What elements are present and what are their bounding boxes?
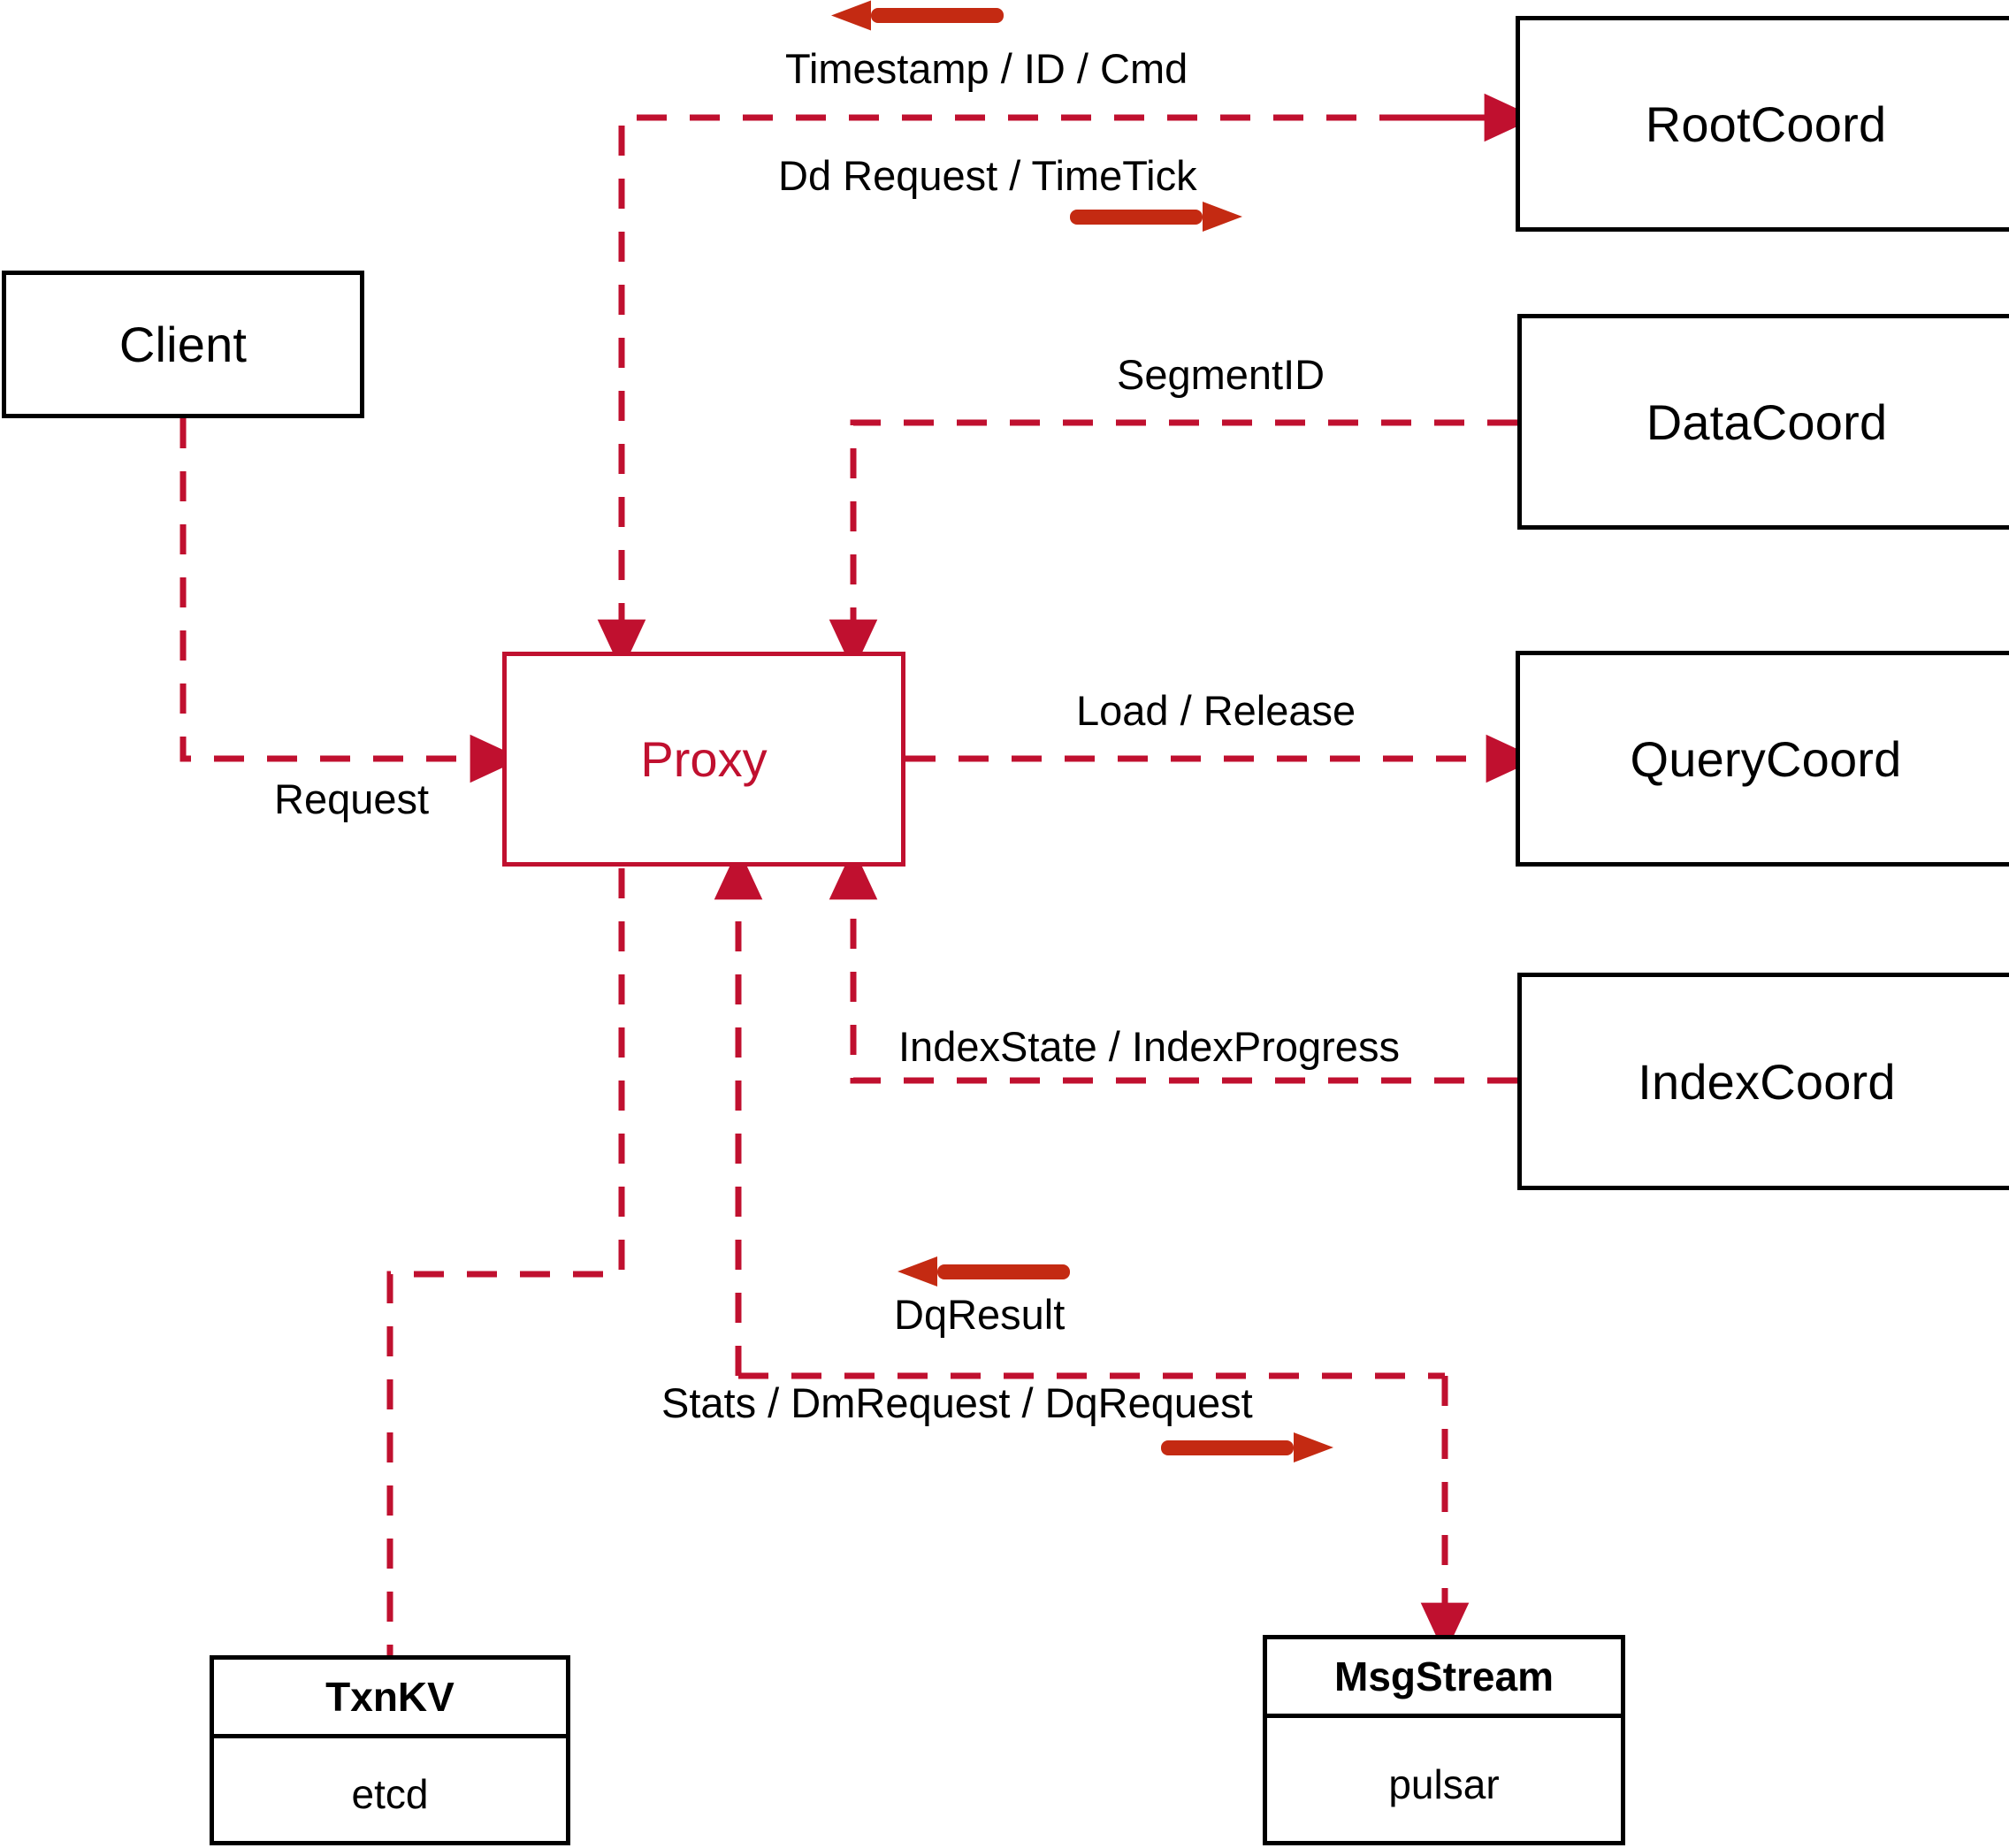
node-datacoord-label: DataCoord [1646, 393, 1888, 450]
dq-result-direction-arrow [898, 1256, 1070, 1287]
edge-label-request: Request [274, 775, 430, 822]
node-msgstream-header: MsgStream [1267, 1639, 1621, 1718]
node-rootcoord[interactable]: RootCoord [1516, 16, 2009, 232]
node-datacoord[interactable]: DataCoord [1517, 314, 2009, 530]
node-rootcoord-label: RootCoord [1645, 95, 1887, 152]
node-client[interactable]: Client [2, 271, 364, 418]
edge-label-segment-id: SegmentID [1117, 351, 1325, 398]
node-querycoord-label: QueryCoord [1630, 730, 1902, 787]
node-client-label: Client [118, 317, 248, 372]
edge-label-dq-result: DqResult [894, 1291, 1066, 1338]
dd-request-timetick-direction-arrow [1070, 202, 1242, 232]
node-txnkv-body: etcd [351, 1771, 429, 1817]
node-proxy-label: Proxy [640, 731, 768, 787]
edge-datacoord-to-proxy [829, 419, 1517, 672]
edge-client-to-proxy [180, 418, 523, 783]
timestamp-id-cmd-direction-arrow [831, 0, 1004, 31]
edge-label-dd-request-timetick: Dd Request / TimeTick [778, 152, 1197, 199]
node-querycoord[interactable]: QueryCoord [1516, 651, 2009, 867]
node-indexcoord[interactable]: IndexCoord [1517, 973, 2009, 1190]
node-txnkv[interactable]: TxnKV etcd [210, 1655, 570, 1845]
edge-label-index-state-progress: IndexState / IndexProgress [898, 1023, 1400, 1070]
edge-label-stats-dm-dq-request: Stats / DmRequest / DqRequest [661, 1379, 1253, 1426]
node-msgstream[interactable]: MsgStream pulsar [1263, 1635, 1625, 1845]
edge-label-load-release: Load / Release [1076, 687, 1356, 734]
node-txnkv-header: TxnKV [214, 1660, 566, 1738]
edge-label-timestamp-id-cmd: Timestamp / ID / Cmd [785, 45, 1188, 92]
node-proxy[interactable]: Proxy [502, 652, 905, 867]
stats-dm-dq-request-direction-arrow [1161, 1432, 1333, 1462]
node-indexcoord-label: IndexCoord [1638, 1053, 1896, 1110]
node-msgstream-body: pulsar [1388, 1760, 1500, 1807]
edge-proxy-to-txnkv [386, 868, 625, 1655]
